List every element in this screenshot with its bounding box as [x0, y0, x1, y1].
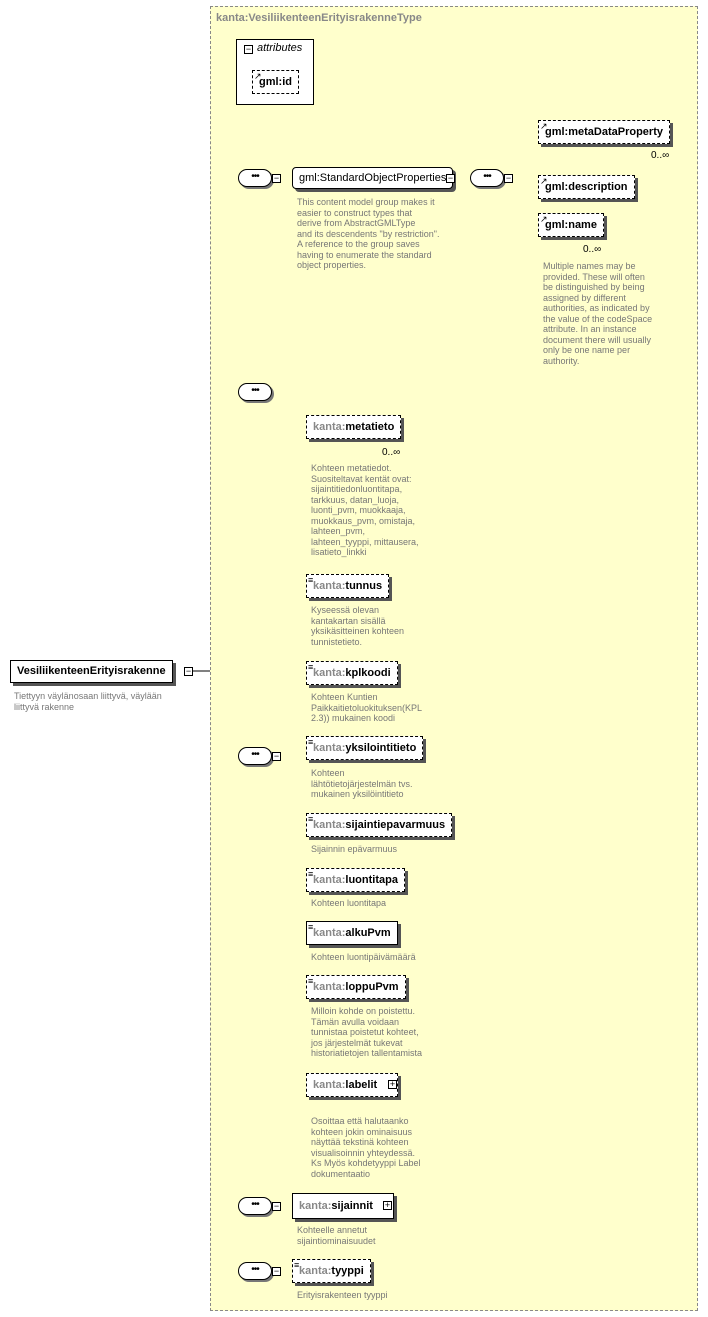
root-element[interactable]: VesiliikenteenErityisrakenne [10, 660, 173, 683]
complex-type-title: kanta:VesiliikenteenErityisrakenneType [216, 12, 422, 24]
alkupvm-annotation: Kohteen luontipäivämäärä [311, 952, 416, 962]
element-gml-name[interactable]: ↗ gml:name [538, 213, 604, 237]
element-metatieto[interactable]: kanta:metatieto [306, 415, 402, 439]
text-content-icon: ≡ [294, 1260, 300, 1270]
group-collapse-toggle[interactable]: − [446, 173, 455, 183]
sequence-icon: ••• [238, 1197, 272, 1215]
luontitapa-annotation: Kohteen luontitapa [311, 898, 387, 908]
element-alkupvm[interactable]: ≡ kanta:alkuPvm [306, 921, 398, 945]
tunnus-annotation: Kyseessä olevan kantakartan sisällä yksi… [311, 605, 405, 647]
text-content-icon: ≡ [308, 575, 314, 585]
metatieto-annotation: Kohteen metatiedot. Suositeltavat kentät… [311, 463, 419, 557]
element-labelit[interactable]: kanta:labelit [306, 1073, 399, 1097]
text-content-icon: ≡ [308, 922, 314, 932]
sequence-icon: ••• [238, 169, 272, 187]
element-luontitapa[interactable]: ≡ kanta:luontitapa [306, 868, 405, 892]
yksilointitieto-annotation: Kohteen lähtötietojärjestelmän tvs. muka… [311, 768, 413, 799]
tyyppi-annotation: Erityisrakenteen tyyppi [297, 1290, 388, 1300]
kplkoodi-annotation: Kohteen Kuntien Paikkaitietoluokituksen(… [311, 692, 423, 723]
labelit-expand-toggle[interactable]: + [388, 1079, 397, 1089]
sequence-icon: ••• [470, 169, 504, 187]
element-tyyppi[interactable]: ≡ kanta:tyyppi [292, 1259, 371, 1283]
group-standard-object-properties[interactable]: gml:StandardObjectProperties [292, 167, 454, 189]
occurrence-label: 0..∞ [651, 150, 670, 161]
element-sijaintiepavarmuus[interactable]: ≡ kanta:sijaintiepavarmuus [306, 813, 453, 837]
attributes-label: attributes [257, 42, 303, 54]
text-content-icon: ≡ [308, 976, 314, 986]
ref-arrow-icon: ↗ [254, 71, 262, 81]
sijainnit-expand-toggle[interactable]: + [383, 1200, 392, 1210]
ref-arrow-icon: ↗ [540, 176, 548, 186]
loppupvm-annotation: Milloin kohde on poistettu. Tämän avulla… [311, 1006, 423, 1058]
text-content-icon: ≡ [308, 737, 314, 747]
sequence-collapse-toggle[interactable]: − [504, 173, 513, 183]
occurrence-label: 0..∞ [382, 447, 401, 458]
ref-arrow-icon: ↗ [540, 121, 548, 131]
sequence-icon: ••• [238, 383, 272, 401]
sijainnit-annotation: Kohteelle annetut sijaintiominaisuudet [297, 1225, 376, 1246]
sequence-collapse-toggle[interactable]: − [272, 1266, 281, 1276]
sequence-icon: ••• [238, 1262, 272, 1280]
element-gml-description[interactable]: ↗ gml:description [538, 175, 635, 199]
element-gml-metadataproperty[interactable]: ↗ gml:metaDataProperty [538, 120, 670, 144]
complex-type-box [210, 6, 698, 1311]
group-annotation: This content model group makes it easier… [297, 197, 440, 270]
occurrence-label: 0..∞ [583, 244, 602, 255]
text-content-icon: ≡ [308, 869, 314, 879]
gml-name-annotation: Multiple names may be provided. These wi… [543, 261, 653, 366]
element-tunnus[interactable]: ≡ kanta:tunnus [306, 574, 390, 598]
element-loppupvm[interactable]: ≡ kanta:loppuPvm [306, 975, 406, 999]
root-collapse-toggle[interactable]: − [184, 666, 193, 676]
root-annotation: Tiettyyn väylänosaan liittyvä, väylään l… [14, 691, 162, 712]
sequence-collapse-toggle[interactable]: − [272, 1201, 281, 1211]
sequence-collapse-toggle[interactable]: − [272, 173, 281, 183]
text-content-icon: ≡ [308, 662, 314, 672]
root-element-name: VesiliikenteenErityisrakenne [17, 665, 166, 677]
sequence-collapse-toggle[interactable]: − [272, 751, 281, 761]
sequence-icon: ••• [238, 747, 272, 765]
attributes-collapse-toggle[interactable]: − [244, 44, 253, 54]
element-yksilointitieto[interactable]: ≡ kanta:yksilointitieto [306, 736, 424, 760]
labelit-annotation: Osoittaa että halutaanko kohteen jokin o… [311, 1116, 421, 1179]
text-content-icon: ≡ [308, 814, 314, 824]
ref-arrow-icon: ↗ [540, 214, 548, 224]
element-sijainnit[interactable]: kanta:sijainnit [292, 1193, 394, 1219]
element-kplkoodi[interactable]: ≡ kanta:kplkoodi [306, 661, 398, 685]
sijaintiepavarmuus-annotation: Sijainnin epävarmuus [311, 844, 398, 854]
attribute-gml-id[interactable]: ↗ gml:id [252, 70, 299, 94]
